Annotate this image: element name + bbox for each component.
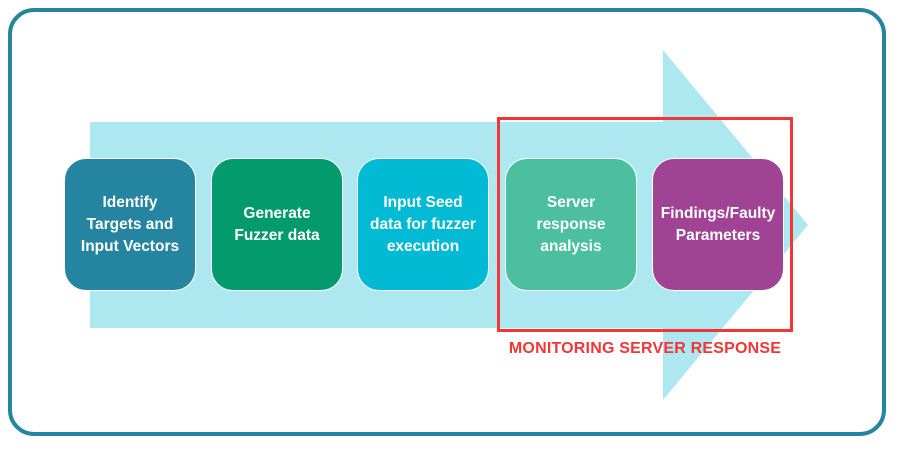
- step-server-response-analysis: Server response analysis: [505, 158, 637, 291]
- step-findings-faulty-parameters: Findings/Faulty Parameters: [652, 158, 784, 291]
- step-label: Generate Fuzzer data: [234, 204, 320, 244]
- step-label: Findings/Faulty Parameters: [660, 204, 776, 244]
- step-generate-fuzzer-data: Generate Fuzzer data: [211, 158, 343, 291]
- monitoring-highlight-box: [497, 117, 793, 332]
- step-label: Server response analysis: [536, 193, 606, 255]
- step-label: Input Seed data for fuzzer execution: [370, 193, 476, 255]
- step-label: Identify Targets and Input Vectors: [80, 193, 180, 255]
- step-input-seed-data: Input Seed data for fuzzer execution: [357, 158, 489, 291]
- step-identify-targets: Identify Targets and Input Vectors: [64, 158, 196, 291]
- monitoring-highlight-label: MONITORING SERVER RESPONSE: [508, 340, 782, 357]
